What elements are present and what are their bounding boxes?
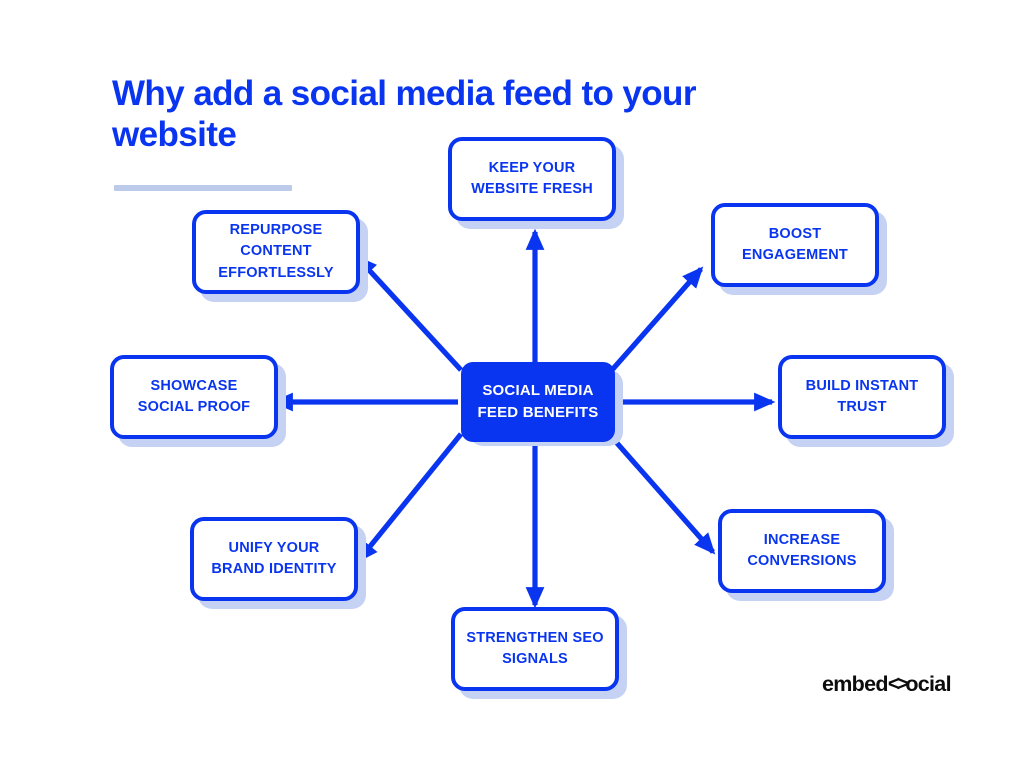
node-label-line2: CONTENT [240, 243, 312, 260]
logo-text-ocial: ocial [905, 672, 951, 696]
node-center-social-media-feed-benefits[interactable]: SOCIAL MEDIA FEED BENEFITS [461, 362, 615, 442]
center-label-line1: SOCIAL MEDIA [482, 382, 594, 400]
node-label-line2: CONVERSIONS [747, 553, 857, 569]
node-label-line1: UNIFY YOUR [228, 539, 320, 556]
node-showcase-social-proof[interactable]: SHOWCASE SOCIAL PROOF [110, 355, 278, 439]
node-label-line2: SOCIAL PROOF [137, 399, 251, 415]
center-label-line2: FEED BENEFITS [477, 404, 599, 421]
node-strengthen-seo-signals[interactable]: STRENGTHEN SEO SIGNALS [451, 607, 619, 691]
node-unify-your-brand-identity[interactable]: UNIFY YOUR BRAND IDENTITY [190, 517, 358, 601]
node-label-line1: SHOWCASE [150, 377, 238, 394]
node-repurpose-content-effortlessly[interactable]: REPURPOSE CONTENT EFFORTLESSLY [192, 210, 360, 294]
node-label-line1: STRENGTHEN SEO [466, 629, 604, 646]
node-label-line2: BRAND IDENTITY [211, 561, 337, 577]
node-label-line1: BOOST [768, 225, 822, 242]
node-label-line2: SIGNALS [502, 651, 568, 667]
page-title: Why add a social media feed to your webs… [112, 74, 696, 154]
title-divider [114, 185, 292, 191]
node-label-line1: BUILD INSTANT [805, 377, 919, 394]
node-label-line2: ENGAGEMENT [742, 247, 848, 263]
node-keep-your-website-fresh[interactable]: KEEP YOUR WEBSITE FRESH [448, 137, 616, 221]
arrow-to-unify-your-brand-identity [356, 432, 464, 563]
code-chevron-icon: <> [887, 672, 909, 695]
embedsocial-logo: embed<>ocial [822, 672, 952, 697]
node-label-line2: TRUST [837, 399, 887, 415]
logo-text-embed: embed [822, 672, 889, 696]
node-boost-engagement[interactable]: BOOST ENGAGEMENT [711, 203, 879, 287]
node-label-line1: KEEP YOUR [488, 159, 576, 176]
node-increase-conversions[interactable]: INCREASE CONVERSIONS [718, 509, 886, 593]
arrow-to-increase-conversions [607, 432, 716, 555]
node-label-line2: WEBSITE FRESH [471, 181, 593, 197]
node-label-line3: EFFORTLESSLY [218, 264, 334, 281]
node-label-line1: INCREASE [763, 531, 841, 548]
node-label-line1: REPURPOSE [229, 222, 323, 239]
node-build-instant-trust[interactable]: BUILD INSTANT TRUST [778, 355, 946, 439]
arrow-to-repurpose-content-effortlessly [355, 255, 463, 372]
arrow-to-boost-engagement [610, 266, 704, 372]
